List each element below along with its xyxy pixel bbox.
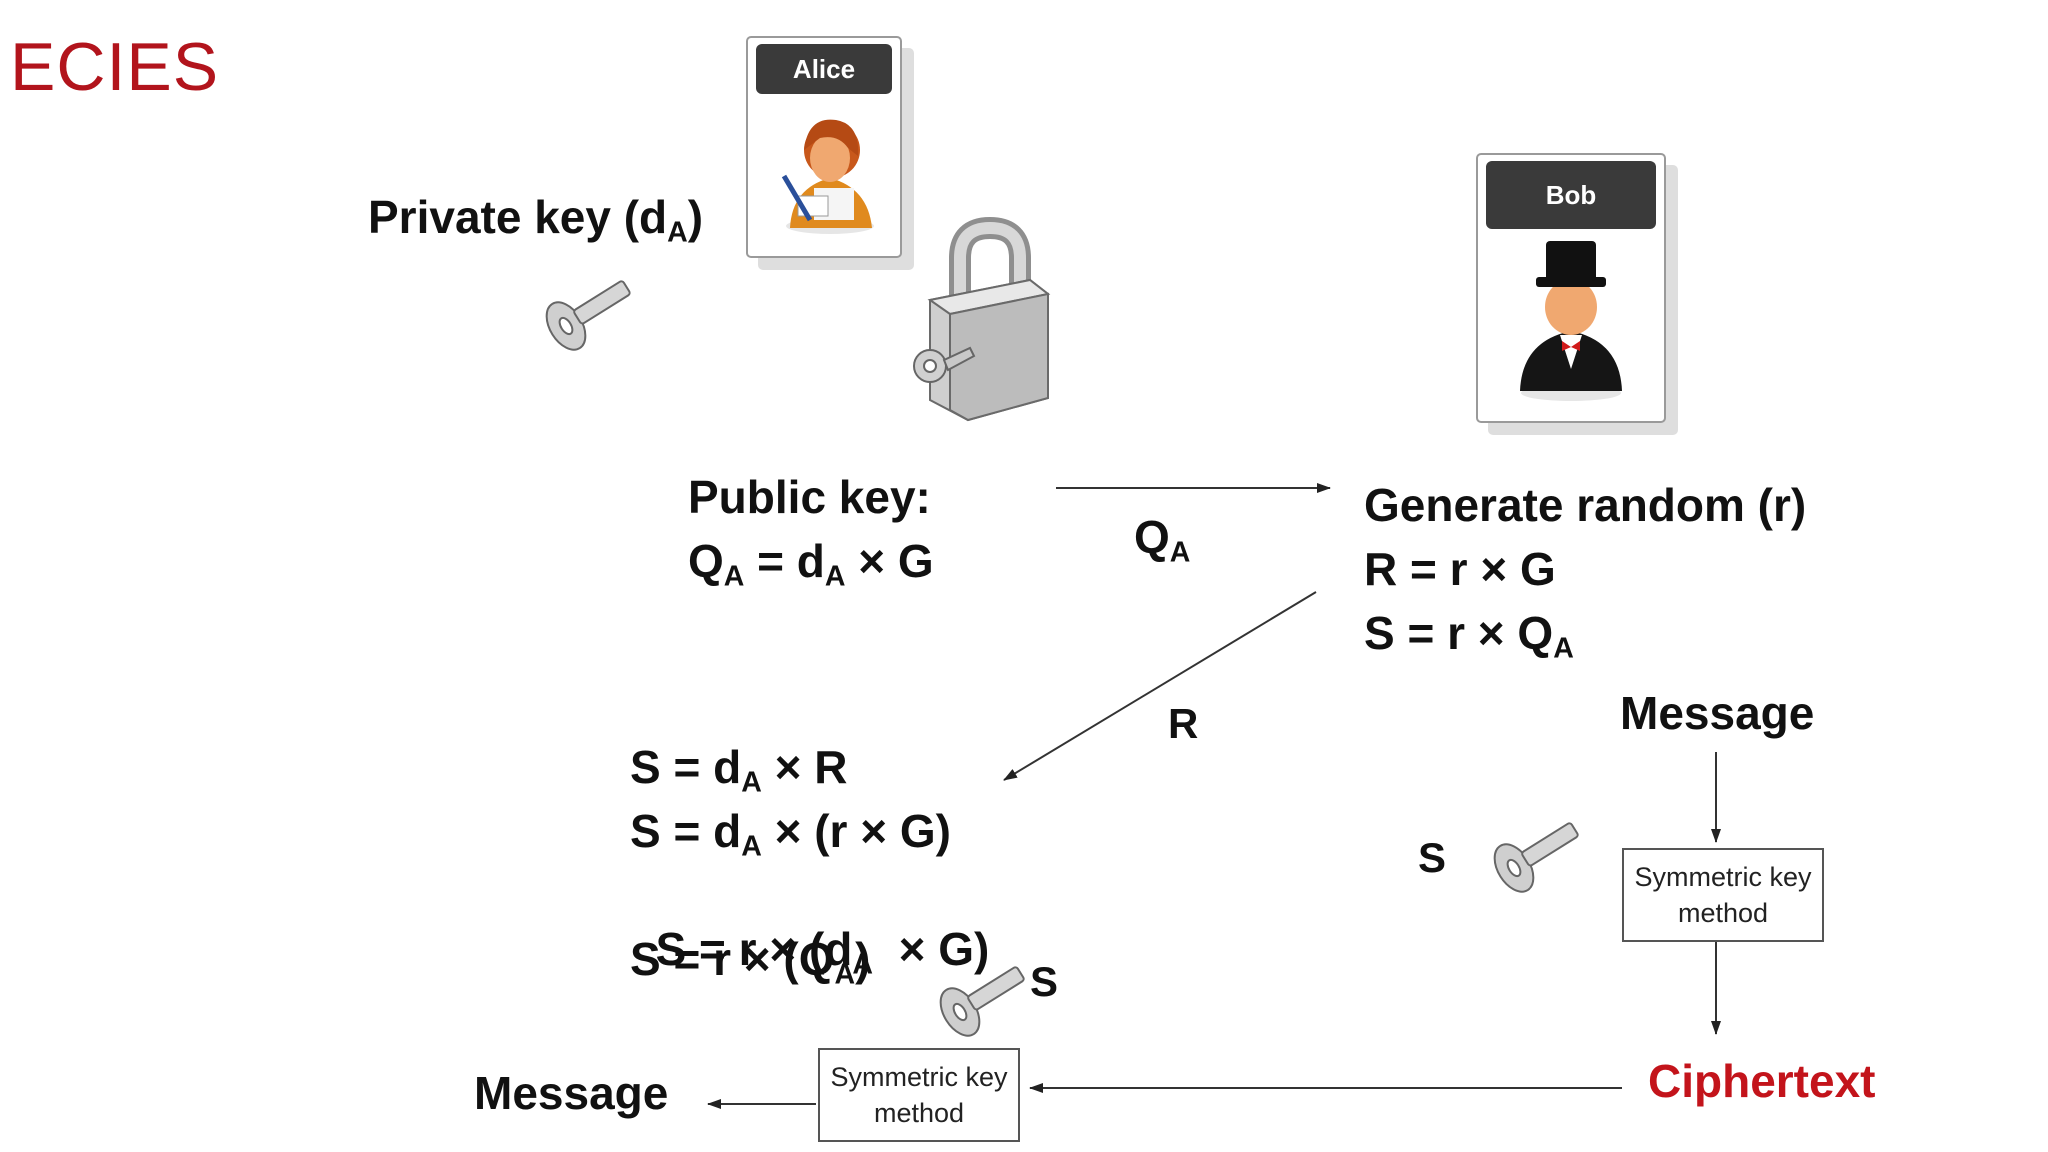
alice-calc-line3: S = r × (dA × G): [655, 923, 990, 981]
symmetric-box-right-line1: Symmetric key: [1634, 862, 1812, 892]
alice-calc-line1: S = dA × R: [630, 741, 848, 799]
alice-card: Alice: [746, 36, 902, 258]
bob-avatar-icon: [1520, 241, 1622, 401]
s-left-label: S: [1030, 958, 1059, 1005]
public-key-formula: QA = dA × G: [688, 535, 934, 593]
bob-card: Bob: [1476, 153, 1666, 423]
private-key-label: Private key (dA): [368, 191, 704, 249]
bob-r-formula: R = r × G: [1364, 543, 1556, 595]
symmetric-key-box-right: Symmetric key method: [1622, 848, 1824, 942]
symmetric-key-box-left: Symmetric key method: [818, 1048, 1020, 1142]
alice-calc-line4: S = r × (QA): [630, 933, 871, 991]
bob-label: Bob: [1486, 161, 1656, 229]
message-right: Message: [1620, 687, 1815, 739]
alice-label: Alice: [756, 44, 892, 94]
public-key-label: Public key:: [688, 471, 931, 523]
arrow-r-label: R: [1168, 700, 1199, 747]
symmetric-box-right-line2: method: [1677, 898, 1769, 928]
ciphertext-label: Ciphertext: [1648, 1055, 1876, 1107]
s-right-label: S: [1418, 834, 1447, 881]
symmetric-box-left-line2: method: [873, 1098, 965, 1128]
page-title: ECIES: [10, 29, 220, 105]
bob-s-formula: S = r × QA: [1364, 607, 1574, 665]
alice-calc-line2: S = dA × (r × G): [630, 805, 951, 863]
bob-generate-random: Generate random (r): [1364, 479, 1807, 531]
message-left: Message: [474, 1067, 669, 1119]
alice-avatar-icon: [781, 119, 874, 234]
symmetric-box-left-line1: Symmetric key: [830, 1062, 1008, 1092]
arrow-r: [1003, 591, 1317, 781]
arrow-qa-label: QA: [1134, 511, 1191, 569]
